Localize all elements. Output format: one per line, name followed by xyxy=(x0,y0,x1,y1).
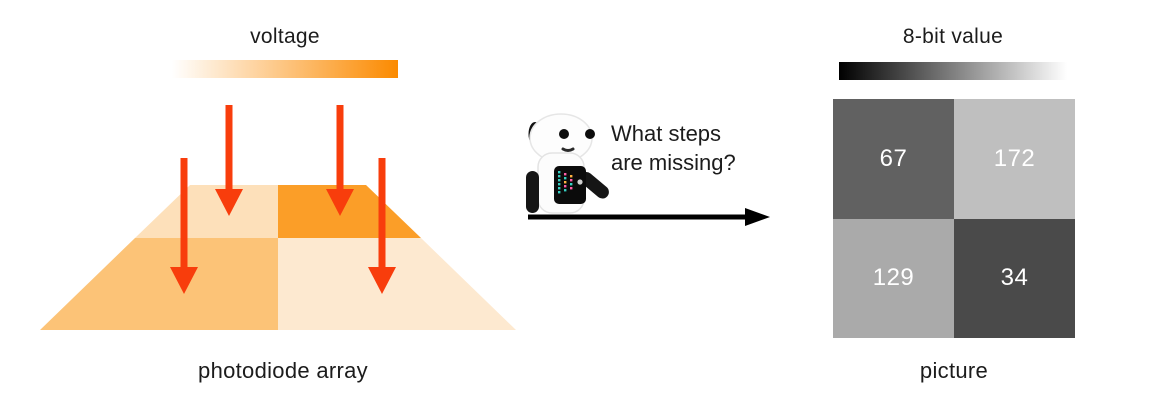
robot-and-arrow xyxy=(526,113,770,226)
process-arrow-icon xyxy=(528,208,770,226)
photodiode-array-caption: photodiode array xyxy=(198,358,368,383)
light-arrows xyxy=(170,105,396,294)
light-arrow-icon xyxy=(215,105,243,216)
screen-pixels xyxy=(558,171,583,194)
bit-value-label: 8-bit value xyxy=(902,25,1004,48)
voltage-colorbar xyxy=(172,60,398,78)
photodiode-cell-bottom-left xyxy=(40,238,278,330)
light-arrow-icon xyxy=(326,105,354,216)
robot-mouth xyxy=(561,147,575,152)
light-arrow-icon xyxy=(368,158,396,294)
pixel-cell: 129 xyxy=(833,218,954,338)
question-line: are missing? xyxy=(611,150,736,175)
pixel-cell: 67 xyxy=(833,99,954,219)
pixel-cell: 34 xyxy=(954,218,1075,338)
voltage-label: voltage xyxy=(250,25,320,48)
photodiode-cell-top-left xyxy=(135,185,278,238)
robot-icon xyxy=(526,113,609,214)
picture-caption: picture xyxy=(919,358,989,383)
light-arrow-icon xyxy=(170,158,198,294)
robot-eye xyxy=(585,129,595,139)
robot-left-arm xyxy=(526,171,539,213)
photodiode-cell-bottom-right xyxy=(278,238,516,330)
pixel-cell: 172 xyxy=(954,99,1075,219)
photodiode-array-figure xyxy=(40,105,516,330)
question-text: What steps are missing? xyxy=(611,119,736,177)
question-line: What steps xyxy=(611,121,722,146)
bit-value-colorbar xyxy=(839,62,1067,80)
robot-eye xyxy=(559,129,569,139)
picture-grid: 67 172 129 34 xyxy=(833,99,1075,338)
robot-right-arm xyxy=(579,172,609,199)
